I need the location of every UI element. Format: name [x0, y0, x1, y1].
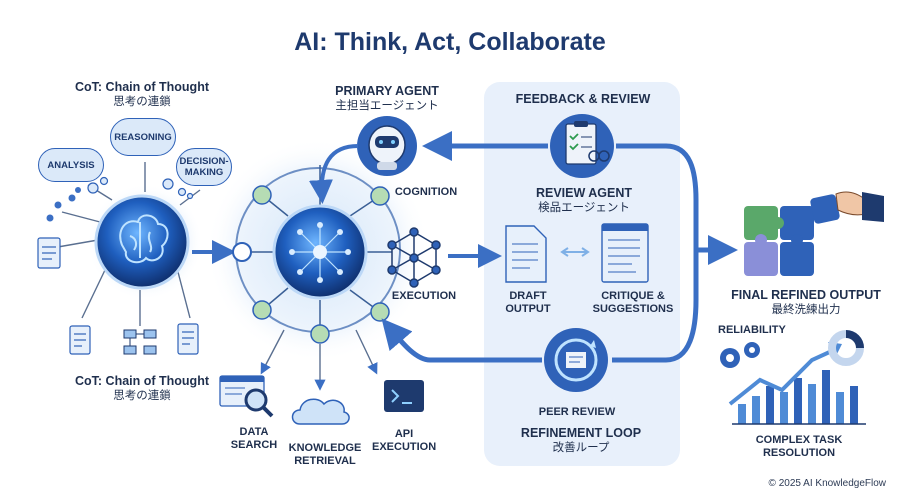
- growth-bar-chart: [732, 370, 866, 425]
- agent-satellite-nodes: [232, 185, 390, 344]
- final-output-title: FINAL REFINED OUTPUT 最終洗練出力: [731, 288, 881, 316]
- draft-doc-icon: [505, 225, 547, 283]
- feedback-loop-path: [612, 143, 699, 363]
- complex-task-label: COMPLEX TASK RESOLUTION: [755, 434, 843, 459]
- puzzle-icon: [744, 191, 884, 276]
- agent-core-nodes: [289, 222, 351, 283]
- primary-agent-title: PRIMARY AGENT 主担当エージェント: [335, 84, 439, 112]
- execution-network-icon: [387, 227, 441, 288]
- tool-connector-lines: [260, 329, 378, 391]
- cot-title-top: CoT: Chain of Thought 思考の連鎖: [75, 80, 209, 108]
- feedback-review-title: FEEDBACK & REVIEW: [515, 92, 651, 106]
- agent-to-network-arrow: [309, 144, 359, 204]
- reliability-label: RELIABILITY: [718, 324, 786, 336]
- api-terminal-icon: [384, 380, 424, 412]
- api-execution-label: API EXECUTION: [372, 428, 437, 453]
- critique-doc-icon: [601, 223, 649, 283]
- flowchart-icon: [123, 329, 157, 355]
- execution-label: EXECUTION: [391, 290, 457, 302]
- data-search-label: DATA SEARCH: [230, 426, 278, 451]
- checklist-icon: [565, 121, 610, 165]
- copyright: © 2025 AI KnowledgeFlow: [768, 478, 886, 489]
- swap-arrows-icon: [560, 247, 590, 257]
- donut-chart-icon: [828, 330, 864, 366]
- thought-dots: [87, 176, 194, 200]
- peer-review-to-agent-arrow: [381, 318, 542, 363]
- doc-icon-bottom-left: [69, 325, 91, 355]
- refinement-loop-title: REFINEMENT LOOP 改善ループ: [520, 426, 642, 454]
- refresh-doc-icon: [554, 338, 598, 382]
- doc-icon-bottom-right: [177, 323, 199, 355]
- brain-icon: [119, 214, 169, 264]
- doc-icon-left: [37, 237, 61, 269]
- bubble-reasoning: REASONING: [110, 118, 176, 156]
- draft-output-label: DRAFT OUTPUT: [505, 290, 551, 315]
- bubble-analysis: ANALYSIS: [38, 148, 104, 182]
- cognition-label: COGNITION: [394, 186, 458, 198]
- brain-branch-dots: [46, 187, 81, 222]
- bubble-decision-making: DECISION-MAKING: [176, 148, 232, 186]
- review-agent-title: REVIEW AGENT 検品エージェント: [535, 186, 633, 214]
- data-search-icon: [219, 375, 274, 418]
- robot-icon: [368, 125, 406, 170]
- critique-label: CRITIQUE & SUGGESTIONS: [592, 290, 674, 315]
- cot-title-bottom: CoT: Chain of Thought 思考の連鎖: [75, 374, 209, 402]
- knowledge-retrieval-label: KNOWLEDGE RETRIEVAL: [288, 442, 362, 467]
- growth-trend-line: [728, 348, 835, 406]
- peer-review-label: PEER REVIEW: [538, 406, 616, 418]
- page-title: AI: Think, Act, Collaborate: [294, 28, 606, 56]
- knowledge-cloud-icon: [291, 398, 350, 425]
- gears-icon: [720, 342, 760, 368]
- brain-orb: [94, 194, 190, 290]
